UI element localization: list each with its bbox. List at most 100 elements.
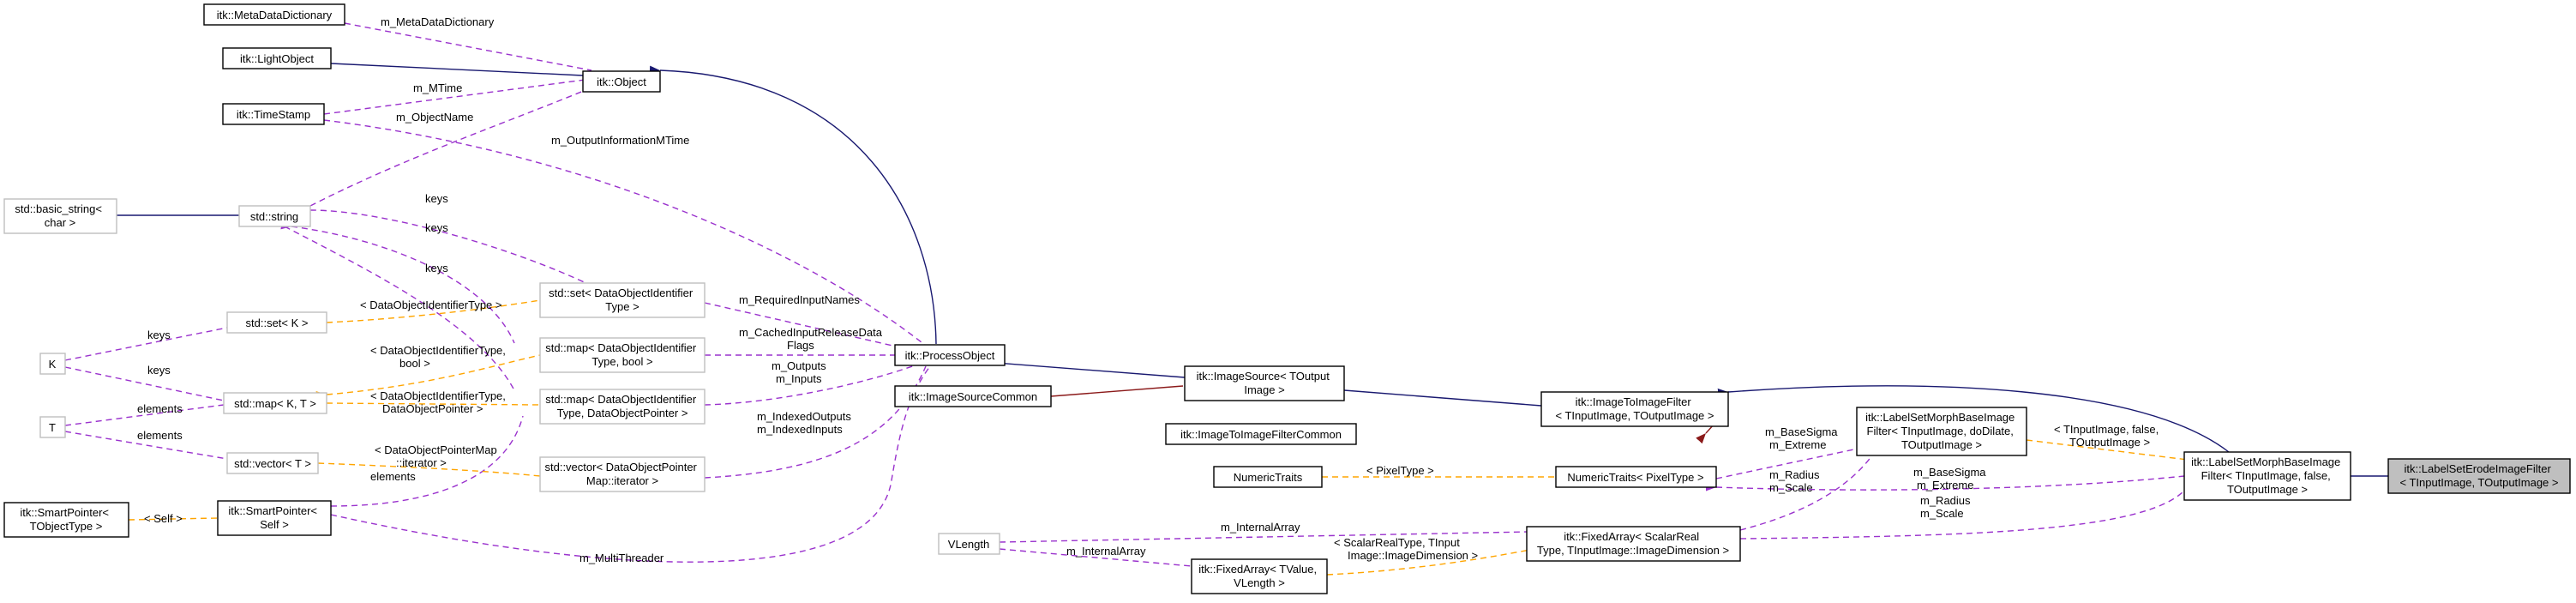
node-label: std::vector< DataObjectPointer Map::iter… [544,461,700,487]
label-tpl-doidtype: < DataObjectIdentifierType > [360,298,501,311]
label-m-indexed: m_IndexedOutputs m_IndexedInputs [757,410,854,436]
node-label: itk::LightObject [240,52,314,65]
node-label: itk::FixedArray< ScalarReal Type, TInput… [1537,530,1729,557]
edge-fixedarrayscalar-morphdodilate-1 [1729,447,1878,537]
edge-vlength-fixedarrayscalar [988,531,1528,547]
label-m-cached: m_CachedInputReleaseData Flags [739,326,886,352]
edge-string-mapdoidptr [273,218,515,391]
node-object[interactable]: itk::Object [582,70,661,93]
node-t[interactable]: T [39,416,66,438]
node-fixedarray-scalarrealtype[interactable]: itk::FixedArray< ScalarReal Type, TInput… [1526,526,1741,562]
edge-smartpointerself-mapdoidptr [320,415,524,511]
label-m-mtime: m_MTime [413,81,462,94]
label-m-outputinformationmtime: m_OutputInformationMTime [551,134,689,147]
node-label: K [49,358,57,371]
node-k[interactable]: K [39,353,66,375]
node-numerictraits[interactable]: NumericTraits [1213,466,1323,488]
edge-fixedarraytv-fixedarrayscalar [1316,546,1544,580]
edge-vlength-fixedarraytv [988,543,1192,567]
edge-string-mapdoidbool [280,220,515,344]
label-m-requiredinputnames: m_RequiredInputNames [739,293,860,306]
label-m-objectname: m_ObjectName [396,111,473,124]
label-keys-setk: keys [147,329,171,341]
node-processobject[interactable]: itk::ProcessObject [894,344,1006,366]
edge-imagesourcecommon-imagesource [1040,385,1184,401]
node-labelsetmorphbase-dodilate[interactable]: itk::LabelSetMorphBaseImage Filter< TInp… [1856,407,2027,456]
nodes: itk::MetaDataDictionary itk::LightObject… [3,3,2571,594]
node-string[interactable]: std::string [238,205,311,227]
node-imagetoimagefilter[interactable]: itk::ImageToImageFilter < TInputImage, T… [1540,391,1729,427]
node-label: itk::Object [597,75,646,88]
node-label: std::vector< T > [234,457,311,470]
node-label: itk::ProcessObject [905,349,995,362]
node-imagesourcecommon[interactable]: itk::ImageSourceCommon [894,385,1052,407]
edge-vectort-vectordoptr [307,458,541,477]
edge-setk-setdoid [315,299,541,328]
label-tpl-doidptr: < DataObjectIdentifierType, DataObjectPo… [370,389,509,415]
node-label: std::map< DataObjectIdentifier Type, Dat… [545,393,700,419]
label-m-basesigma-extreme-2: m_BaseSigma m_Extreme [1913,466,1989,491]
node-vector-t[interactable]: std::vector< T > [226,452,319,474]
label-elements-smart: elements [370,470,416,483]
node-map-kt[interactable]: std::map< K, T > [223,392,327,414]
edge-setdoid-processobject [694,296,920,353]
label-m-internalarray-2: m_InternalArray [1066,545,1146,558]
label-keys-mapkt: keys [147,364,171,377]
node-basic-string[interactable]: std::basic_string< char > [3,198,117,234]
label-keys-mapbool: keys [425,221,448,234]
label-tpl-self: < Self > [144,512,183,525]
node-label: VLength [948,538,989,551]
node-labelseterodeimagefilter[interactable]: itk::LabelSetErodeImageFilter < TInputIm… [2387,458,2571,494]
node-numerictraits-pixeltype[interactable]: NumericTraits< PixelType > [1555,466,1717,488]
label-tpl-doidbool: < DataObjectIdentifierType, bool > [370,344,509,370]
edge-mapkt-mapdoidptr [315,398,541,407]
label-tpl-false: < TInputImage, false, TOutputImage > [2054,423,2162,449]
node-label: itk::TimeStamp [237,108,310,121]
edge-timestamp-processobject [313,114,927,347]
node-label: itk::LabelSetMorphBaseImage Filter< TInp… [1865,411,2018,451]
node-label: std::map< K, T > [234,397,316,410]
node-imagetoimagefiltercommon[interactable]: itk::ImageToImageFilterCommon [1165,423,1357,445]
node-map-dataobjectidentifier-pointer[interactable]: std::map< DataObjectIdentifier Type, Dat… [539,389,706,425]
node-vlength[interactable]: VLength [938,533,1000,555]
node-smartpointer-tobjecttype[interactable]: itk::SmartPointer< TObjectType > [3,502,129,538]
node-label: itk::LabelSetMorphBaseImage Filter< TInp… [2191,455,2344,496]
edge-numerictraitspixel-morphdodilate-1 [1705,447,1863,485]
label-tpl-scalar: < ScalarRealType, TInput Image::ImageDim… [1334,536,1478,562]
edge-k-mapkt [54,360,225,401]
edge-string-setdoid [299,205,592,286]
edge-fixedarrayscalar-morphfalse-2 [1729,490,2185,544]
node-label: itk::ImageSource< TOutput Image > [1197,370,1333,396]
label-keys-setdoid: keys [425,192,448,205]
edge-imagesource-imagetoimagefilter [1333,385,1542,407]
node-label: itk::SmartPointer< TObjectType > [20,506,111,533]
node-map-dataobjectidentifier-bool[interactable]: std::map< DataObjectIdentifier Type, boo… [539,337,706,373]
node-label: itk::MetaDataDictionary [217,9,333,21]
edge-morphdodilate-morphfalse [2015,434,2189,461]
node-label: NumericTraits [1234,471,1303,484]
label-keys-mapptr: keys [425,262,448,274]
node-set-dataobjectidentifier[interactable]: std::set< DataObjectIdentifier Type > [539,282,706,318]
label-elements-map: elements [137,402,183,415]
edge-timestamp-object [313,78,592,120]
node-imagesource[interactable]: itk::ImageSource< TOutput Image > [1184,365,1345,401]
node-vector-dataobjectpointermap[interactable]: std::vector< DataObjectPointer Map::iter… [539,456,706,492]
node-labelsetmorphbase-false[interactable]: itk::LabelSetMorphBaseImage Filter< TInp… [2183,451,2351,501]
edge-k-setk [54,327,228,367]
edge-t-vectort [54,425,228,460]
label-elements-vector: elements [137,429,183,442]
label-m-basesigma-extreme-1: m_BaseSigma m_Extreme [1765,425,1840,451]
label-m-radius-scale-1: m_Radius m_Scale [1769,468,1822,494]
node-set-k[interactable]: std::set< K > [226,311,327,334]
edge-smartpointerself-processobject [320,365,931,563]
node-metadatadictionary[interactable]: itk::MetaDataDictionary [203,3,345,26]
node-label: itk::LabelSetErodeImageFilter < TInputIm… [2399,462,2558,489]
node-label: std::string [250,210,298,223]
node-fixedarray-tvalue[interactable]: itk::FixedArray< TValue, VLength > [1191,558,1328,594]
node-timestamp[interactable]: itk::TimeStamp [222,103,325,125]
node-lightobject[interactable]: itk::LightObject [222,47,332,69]
node-label: std::map< DataObjectIdentifier Type, boo… [545,341,700,368]
node-label: itk::ImageToImageFilterCommon [1180,428,1342,441]
node-smartpointer-self[interactable]: itk::SmartPointer< Self > [217,500,332,536]
